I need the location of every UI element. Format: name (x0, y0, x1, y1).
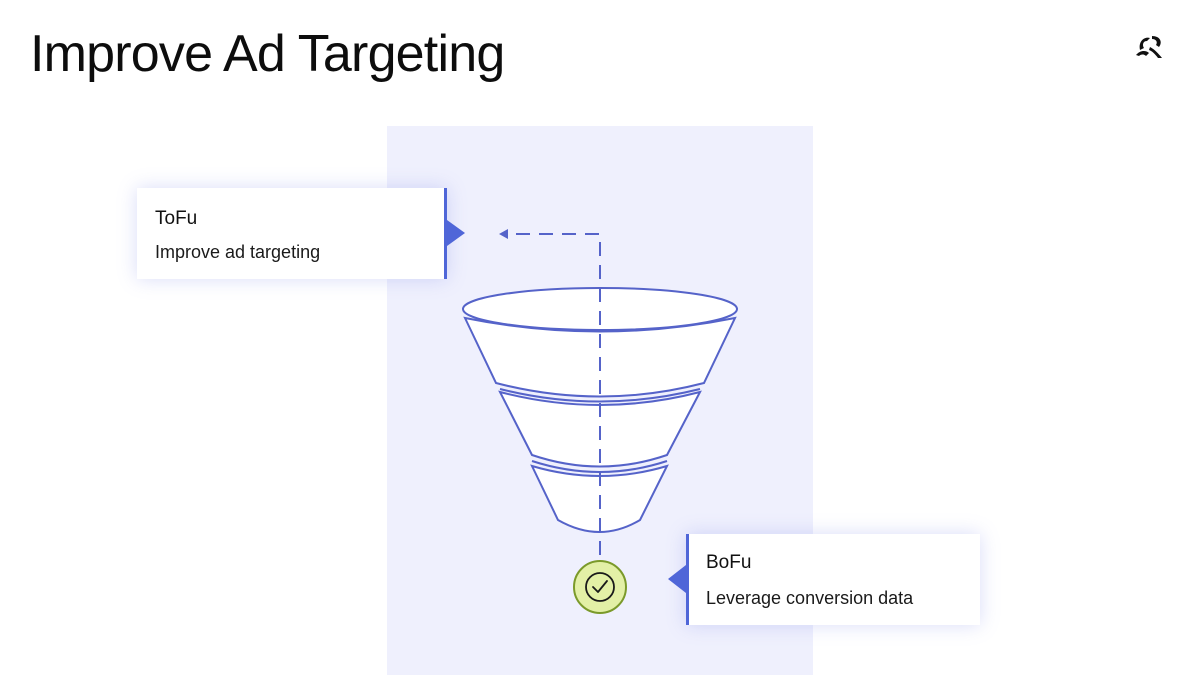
callout-bofu: BoFu Leverage conversion data (686, 534, 980, 625)
callout-bofu-title: BoFu (706, 552, 752, 573)
brand-logo-icon (1136, 36, 1162, 58)
pointer-left-icon (668, 565, 686, 593)
callout-bofu-description: Leverage conversion data (706, 588, 914, 608)
callout-tofu: ToFu Improve ad targeting (137, 188, 447, 279)
callout-tofu-title: ToFu (155, 208, 198, 229)
callout-tofu-description: Improve ad targeting (155, 242, 321, 262)
dashed-arrow-left-icon (499, 229, 601, 555)
page-title: Improve Ad Targeting (30, 25, 505, 83)
check-circle-icon (573, 560, 627, 614)
pointer-right-icon (447, 220, 465, 246)
